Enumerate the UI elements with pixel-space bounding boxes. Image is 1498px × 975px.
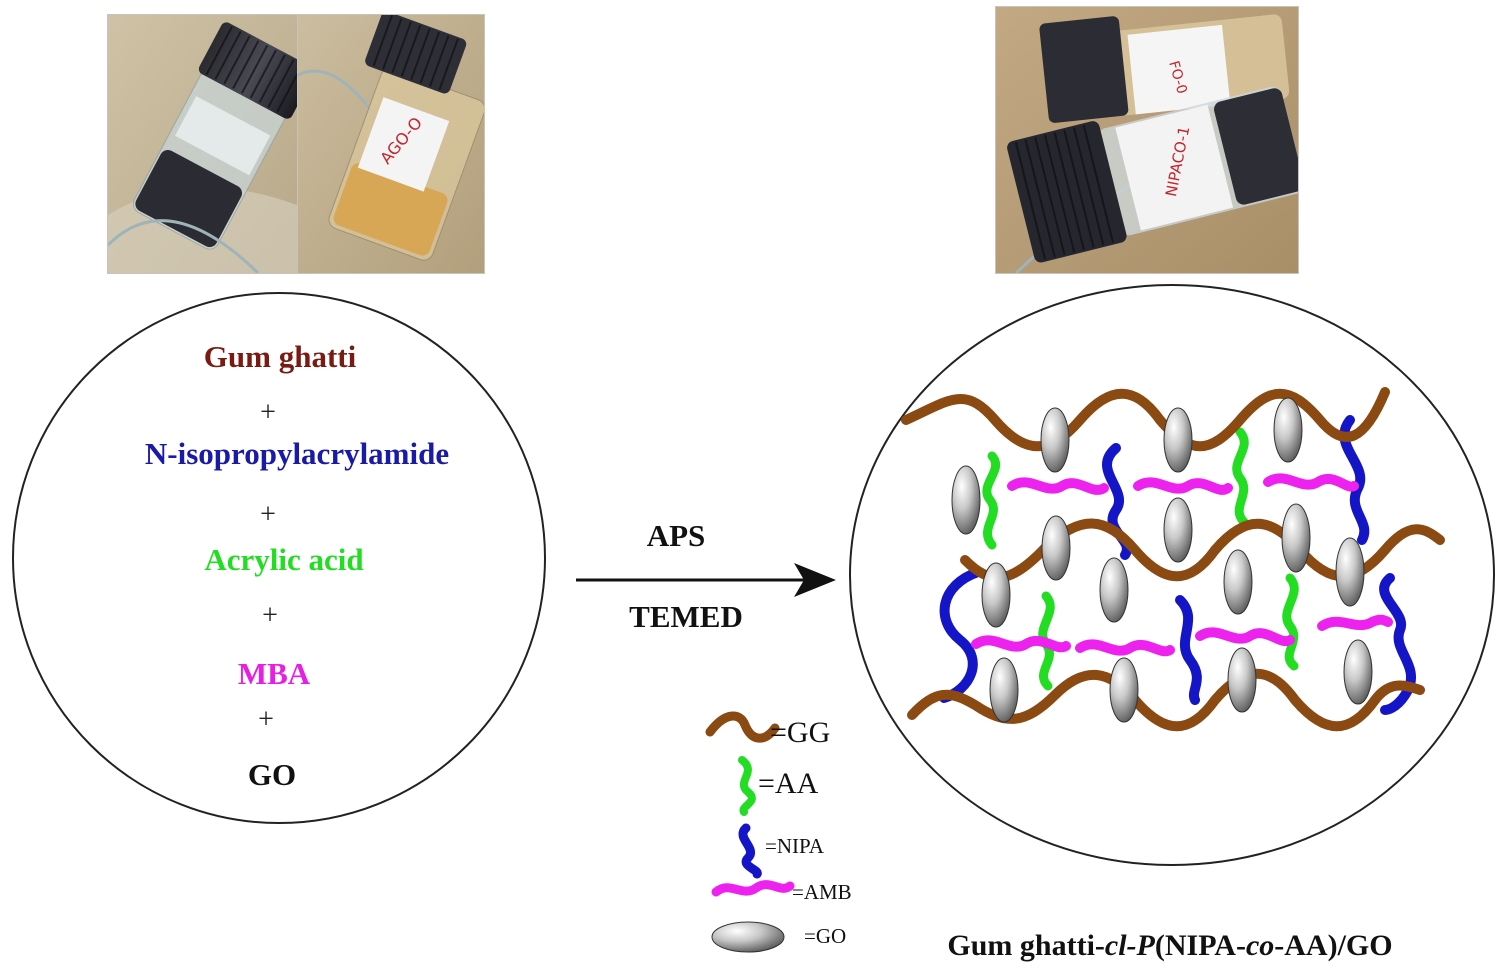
photo-solution-vial: AGO-O [297, 14, 485, 274]
gg-chain-icon [705, 711, 780, 743]
initiator-label-aps: APS [647, 518, 706, 553]
plus-sign: + [262, 600, 278, 631]
plus-sign: + [258, 704, 274, 735]
plus-sign: + [260, 397, 276, 428]
nipa-chain-icon [738, 823, 762, 879]
legend: =GG =AA =NIPA =AMB =GO [705, 711, 852, 953]
reactant-gum-ghatti: Gum ghatti [204, 339, 357, 374]
hydrogel-network-circle [849, 284, 1495, 866]
legend-label-go: =GO [804, 924, 846, 948]
photo-reactant-vial [107, 14, 298, 274]
reactant-mba: MBA [238, 656, 311, 691]
legend-label-amb: =AMB [792, 880, 852, 904]
product-name-part: Gum ghatti- [947, 929, 1105, 962]
product-name-part: (NIPA- [1155, 929, 1246, 962]
reactant-go: GO [248, 757, 296, 792]
photo-hydrogel-vials: FO-0 NIPACO-1 [995, 6, 1299, 274]
amb-segments [971, 473, 1393, 657]
product-name-part: co [1246, 929, 1274, 962]
reactant-nipa: N-isopropylacrylamide [145, 436, 449, 471]
go-ellipse-icon [711, 921, 785, 953]
plus-sign: + [260, 499, 276, 530]
product-name: Gum ghatti-cl-P(NIPA-co-AA)/GO [947, 929, 1392, 962]
legend-label-gg: =GG [770, 716, 830, 749]
legend-label-aa: =AA [758, 767, 819, 800]
amb-chain-icon [711, 880, 795, 897]
accelerator-label-temed: TEMED [629, 599, 743, 634]
reaction-arrow-head [794, 563, 836, 597]
reactant-acrylic-acid: Acrylic acid [204, 542, 363, 577]
go-sheets [951, 397, 1373, 723]
reactant-mixture-circle [12, 292, 546, 824]
aa-chain-icon [738, 756, 756, 816]
product-name-part: cl-P [1105, 929, 1156, 962]
product-name-part: -AA)/GO [1274, 929, 1392, 962]
legend-label-nipa: =NIPA [765, 834, 825, 858]
